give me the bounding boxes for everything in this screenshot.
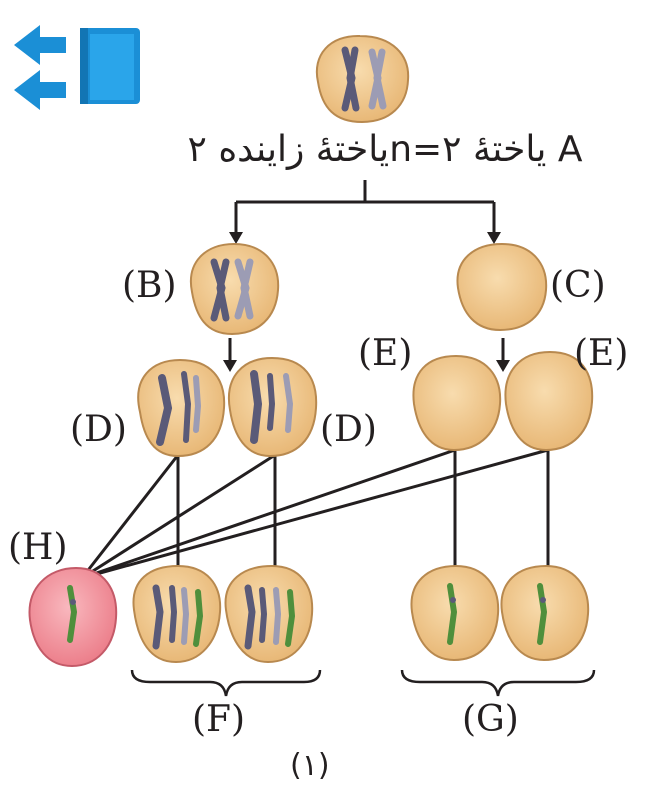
figure-number: (۱) (290, 748, 330, 783)
cell-g-right (500, 564, 590, 662)
cell-h (28, 566, 118, 668)
cell-e-left (412, 354, 502, 452)
cell-d-left (137, 358, 226, 458)
arrow-heads (223, 232, 510, 372)
label-c: (C) (550, 265, 606, 306)
chromosome-icon (244, 584, 296, 650)
label-h: (H) (8, 527, 68, 568)
label-e-right: (E) (574, 333, 629, 374)
brace-f (130, 669, 322, 697)
chromosome-icon (67, 585, 78, 643)
label-e-left: (E) (358, 333, 413, 374)
chromosome-icon (156, 371, 202, 446)
label-f: (F) (192, 699, 246, 740)
back-to-book-icon[interactable] (14, 25, 140, 110)
label-d-right: (D) (320, 409, 377, 450)
label-b: (B) (122, 265, 177, 306)
label-g: (G) (462, 699, 519, 740)
cell-c (456, 242, 548, 332)
label-d-left: (D) (70, 409, 127, 450)
connector-lines (80, 180, 550, 580)
cell-b (189, 242, 280, 336)
cell-e-right (504, 350, 594, 452)
cell-d-right (227, 356, 318, 458)
brace-g (400, 669, 596, 697)
chromosome-icon (447, 583, 458, 645)
cell-a (315, 34, 410, 124)
cell-f-left (132, 564, 222, 664)
cell-g-left (410, 564, 500, 662)
chromosome-pair-icon (210, 258, 254, 322)
title-label: یاختهٔ زاینده ۲n=۲ یاختهٔ A (187, 129, 583, 170)
chromosome-icon (537, 583, 548, 645)
chromosome-pair-icon (341, 46, 387, 112)
chromosome-icon (250, 370, 294, 444)
cell-f-right (224, 564, 314, 664)
chromosome-icon (152, 584, 204, 650)
